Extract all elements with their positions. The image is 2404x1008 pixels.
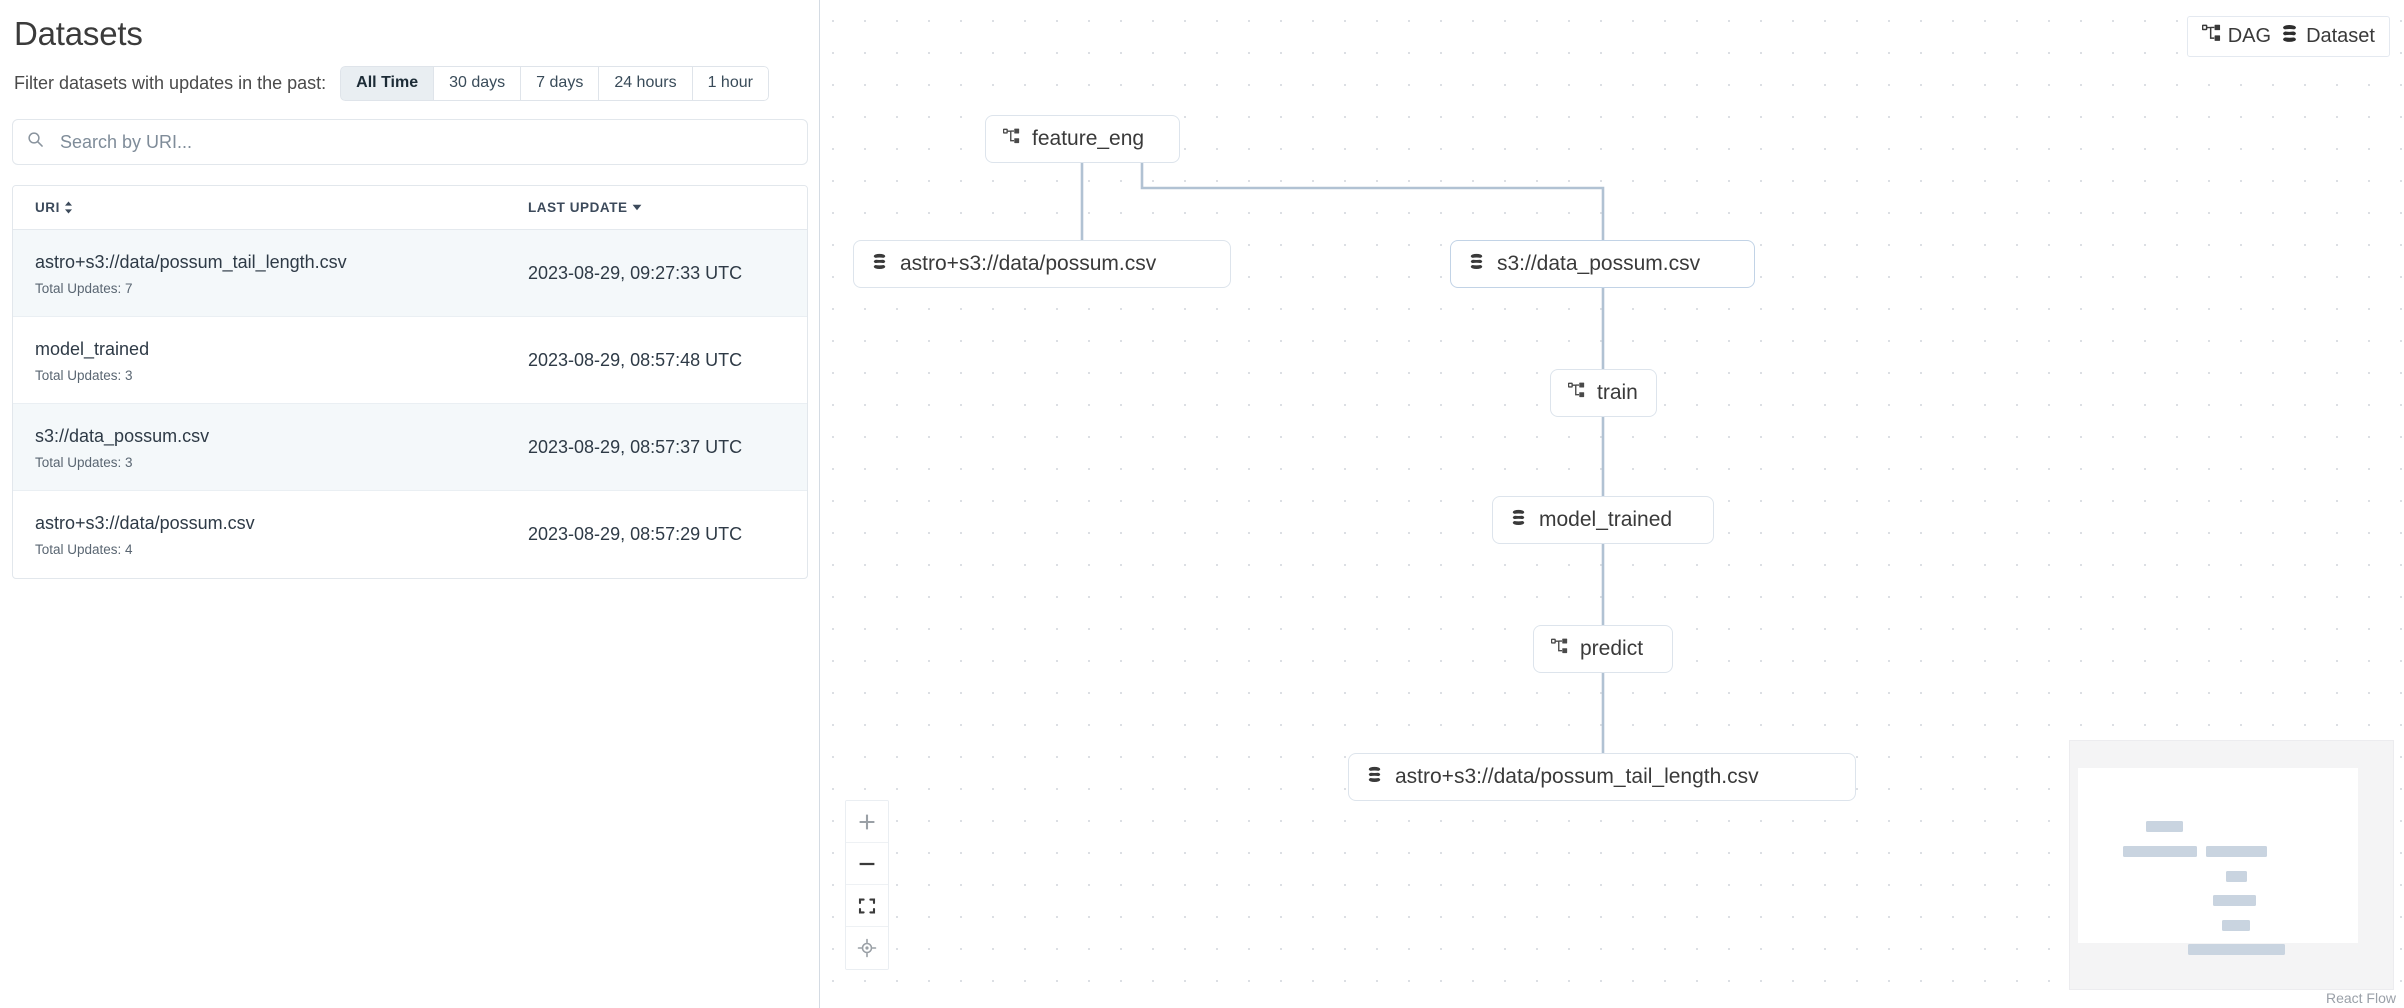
dataset-icon bbox=[2280, 24, 2299, 48]
minimap-node bbox=[2222, 920, 2250, 931]
graph-node-possum-tail-length[interactable]: astro+s3://data/possum_tail_length.csv bbox=[1348, 753, 1856, 801]
zoom-in-button[interactable] bbox=[846, 801, 888, 843]
dag-icon bbox=[2201, 24, 2221, 48]
minimap-node bbox=[2226, 871, 2247, 882]
column-header-uri-label: URI bbox=[35, 200, 60, 215]
filter-row: Filter datasets with updates in the past… bbox=[12, 66, 808, 101]
plus-icon bbox=[859, 814, 875, 829]
row-uri-cell: astro+s3://data/possum_tail_length.csv T… bbox=[13, 250, 506, 297]
zoom-out-button[interactable] bbox=[846, 843, 888, 885]
graph-node-data-possum-csv[interactable]: s3://data_possum.csv bbox=[1450, 240, 1755, 288]
graph-node-label: feature_eng bbox=[1032, 127, 1145, 150]
row-uri: astro+s3://data/possum.csv bbox=[35, 513, 255, 533]
dag-icon bbox=[1550, 638, 1568, 660]
crosshair-icon bbox=[857, 938, 877, 958]
row-total-updates: Total Updates: 3 bbox=[35, 454, 133, 470]
graph-legend: DAG Dataset bbox=[2186, 16, 2390, 57]
graph-node-label: predict bbox=[1580, 637, 1644, 660]
graph-node-train[interactable]: train bbox=[1550, 369, 1657, 417]
table-row[interactable]: astro+s3://data/possum.csv Total Updates… bbox=[13, 491, 807, 578]
dataset-icon bbox=[1366, 766, 1383, 788]
row-last-update: 2023-08-29, 08:57:48 UTC bbox=[528, 349, 743, 370]
table-header-row: URI LAST UPDATE bbox=[13, 186, 807, 230]
minimap-node bbox=[2213, 895, 2256, 906]
filter-1-hour-button[interactable]: 1 hour bbox=[691, 66, 769, 101]
edge-feature_eng-data_possum_csv bbox=[1140, 163, 1605, 240]
search-box[interactable] bbox=[12, 119, 808, 165]
column-header-uri[interactable]: URI bbox=[13, 200, 506, 215]
graph-node-feature-eng[interactable]: feature_eng bbox=[985, 115, 1180, 163]
graph-node-predict[interactable]: predict bbox=[1533, 625, 1673, 673]
react-flow-attribution[interactable]: React Flow bbox=[2325, 990, 2396, 1006]
table-row[interactable]: model_trained Total Updates: 3 2023-08-2… bbox=[13, 317, 807, 404]
minimap-node bbox=[2146, 821, 2183, 832]
toggle-interactivity-button[interactable] bbox=[846, 927, 888, 969]
dataset-icon bbox=[1510, 509, 1527, 531]
row-uri-cell: astro+s3://data/possum.csv Total Updates… bbox=[13, 511, 506, 558]
sort-both-icon bbox=[64, 201, 73, 214]
graph-node-label: train bbox=[1597, 381, 1638, 404]
row-uri: astro+s3://data/possum_tail_length.csv bbox=[35, 251, 347, 272]
row-total-updates: Total Updates: 4 bbox=[35, 542, 133, 557]
filter-30-days-button[interactable]: 30 days bbox=[433, 66, 521, 101]
graph-node-model-trained[interactable]: model_trained bbox=[1492, 496, 1714, 544]
graph-controls bbox=[845, 800, 889, 970]
legend-item-dataset: Dataset bbox=[2280, 24, 2375, 48]
graph-node-label: astro+s3://data/possum.csv bbox=[900, 252, 1157, 275]
minimap[interactable] bbox=[2069, 740, 2394, 990]
legend-label-dag: DAG bbox=[2227, 25, 2272, 47]
legend-label-dataset: Dataset bbox=[2306, 25, 2375, 47]
filter-7-days-button[interactable]: 7 days bbox=[520, 66, 599, 101]
minimap-node bbox=[2188, 944, 2285, 955]
dataset-icon bbox=[1468, 253, 1485, 275]
graph-node-label: astro+s3://data/possum_tail_length.csv bbox=[1395, 765, 1759, 788]
graph-node-label: model_trained bbox=[1539, 508, 1673, 531]
datasets-list-panel: Datasets Filter datasets with updates in… bbox=[0, 0, 820, 1008]
column-header-last-update[interactable]: LAST UPDATE bbox=[506, 200, 807, 215]
minimap-node bbox=[2123, 846, 2197, 857]
row-uri-cell: s3://data_possum.csv Total Updates: 3 bbox=[13, 424, 506, 471]
row-last-update: 2023-08-29, 08:57:29 UTC bbox=[528, 524, 743, 544]
dag-icon bbox=[1002, 128, 1020, 150]
caret-down-icon bbox=[632, 204, 642, 211]
row-total-updates: Total Updates: 7 bbox=[35, 280, 133, 296]
dataset-graph-panel[interactable]: DAG Dataset bbox=[820, 0, 2404, 1008]
filter-all-time-button[interactable]: All Time bbox=[340, 66, 434, 101]
row-last-update: 2023-08-29, 08:57:37 UTC bbox=[528, 436, 743, 457]
dag-icon bbox=[1567, 382, 1585, 404]
row-uri: model_trained bbox=[35, 338, 150, 359]
filter-24-hours-button[interactable]: 24 hours bbox=[598, 66, 692, 101]
page-title: Datasets bbox=[14, 15, 143, 52]
graph-node-label: s3://data_possum.csv bbox=[1497, 252, 1701, 275]
legend-item-dag: DAG bbox=[2201, 24, 2272, 48]
search-input[interactable] bbox=[60, 131, 793, 153]
graph-node-possum-csv[interactable]: astro+s3://data/possum.csv bbox=[853, 240, 1231, 288]
row-uri-cell: model_trained Total Updates: 3 bbox=[13, 337, 506, 384]
time-filter-button-group: All Time 30 days 7 days 24 hours 1 hour bbox=[340, 66, 769, 101]
row-uri: s3://data_possum.csv bbox=[35, 425, 210, 446]
fit-view-icon bbox=[858, 898, 876, 913]
row-total-updates: Total Updates: 3 bbox=[35, 367, 133, 383]
table-row[interactable]: s3://data_possum.csv Total Updates: 3 20… bbox=[13, 404, 807, 491]
column-header-last-update-label: LAST UPDATE bbox=[528, 200, 628, 215]
datasets-table: URI LAST UPDATE bbox=[12, 185, 808, 579]
fit-view-button[interactable] bbox=[846, 885, 888, 927]
search-icon bbox=[27, 131, 44, 153]
filter-label: Filter datasets with updates in the past… bbox=[14, 73, 327, 93]
row-last-update: 2023-08-29, 09:27:33 UTC bbox=[528, 262, 743, 283]
dataset-icon bbox=[871, 253, 888, 275]
minus-icon bbox=[859, 862, 875, 865]
minimap-node bbox=[2206, 846, 2267, 857]
table-row[interactable]: astro+s3://data/possum_tail_length.csv T… bbox=[13, 230, 807, 317]
